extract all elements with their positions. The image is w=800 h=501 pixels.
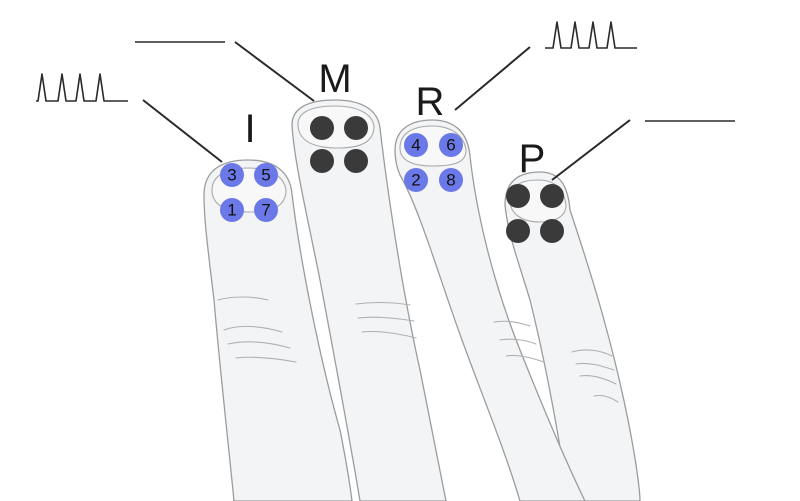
electrode-group-ring: 4 6 2 8 [404,133,463,192]
electrode [310,116,334,140]
finger-label-ring: R [416,80,445,124]
electrode [404,133,428,157]
electrode-number: 1 [227,201,236,220]
electrode [254,163,278,187]
electrode-number: 7 [261,201,270,220]
leader-middle [234,41,315,102]
trace-ring-spikes [545,21,637,49]
leader-lines [142,41,631,181]
leader-ring [454,46,531,111]
electrode-group-middle [310,116,368,173]
electrode [344,149,368,173]
electrode [439,168,463,192]
electrode-group-pinky [506,184,564,243]
signal-traces [36,21,735,122]
electrode [506,184,530,208]
electrode [439,133,463,157]
electrode [254,198,278,222]
electrode [220,198,244,222]
finger-label-pinky: P [519,137,546,181]
electrode [344,116,368,140]
leader-index [142,99,223,163]
electrode-number: 5 [261,166,270,185]
finger-label-middle: M [318,57,351,101]
electrode [404,168,428,192]
electrode-number: 6 [446,136,455,155]
electrode-number: 3 [227,166,236,185]
trace-index-spikes [36,73,128,102]
finger-label-index: I [244,107,255,151]
electrode-number: 4 [411,136,420,155]
electrode [220,163,244,187]
electrode-group-index: 3 5 1 7 [220,163,278,222]
leader-pinky [551,119,631,181]
electrode [540,219,564,243]
electrode [310,149,334,173]
electrode-number: 2 [411,171,420,190]
electrode [506,219,530,243]
electrode-number: 8 [446,171,455,190]
electrode [540,184,564,208]
